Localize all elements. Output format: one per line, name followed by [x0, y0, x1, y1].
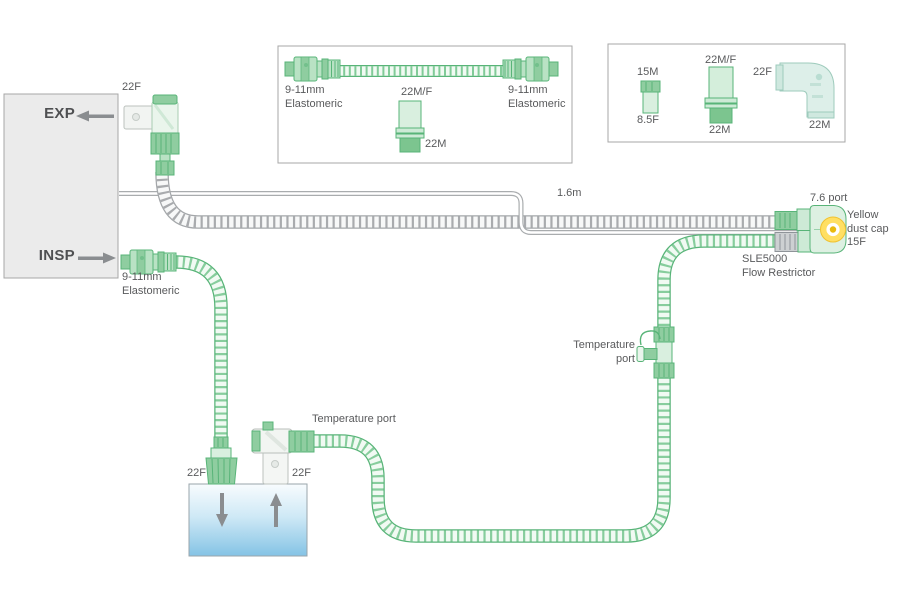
flow-restrictor-label: SLE5000 Flow Restrictor [742, 253, 816, 279]
patient-port-size-label: 15F [847, 236, 866, 248]
adapter-22mf-22m [704, 66, 738, 124]
inset-adapter-top-label: 22M/F [401, 86, 433, 98]
exp-label: EXP [44, 105, 75, 122]
ventilator-box [3, 93, 119, 279]
exp-arrow [76, 110, 114, 122]
adapter-22mf-label: 22M/F [705, 54, 737, 66]
adapter-85f-label: 8.5F [637, 114, 660, 126]
patient-wye [774, 205, 847, 254]
humidifier-outlet-elbow [251, 421, 315, 485]
yellow-dust-cap [820, 216, 846, 243]
inset-adapter-22mf [395, 100, 425, 153]
inset-right-connector-label: 9-11mm Elastomeric [508, 84, 566, 110]
temperature-port-tee [636, 326, 675, 379]
patient-limb-tube [312, 234, 778, 543]
water-up-arrow [270, 493, 282, 527]
water-down-arrow [216, 493, 228, 527]
insp-arrow [78, 252, 116, 264]
exp-port-size-label: 22F [122, 81, 141, 93]
inset-adapter-bottom-label: 22M [425, 138, 447, 150]
adapter-15m-label: 15M [637, 66, 659, 78]
inspiratory-tube [175, 255, 228, 440]
dust-cap-label: Yellow dust cap 15F [847, 209, 889, 248]
humidifier-chamber [188, 483, 308, 557]
exp-elbow-connector [123, 94, 180, 176]
inset-left-connector-label: 9-11mm Elastomeric [285, 84, 343, 110]
insp-connector-label: 9-11mm Elastomeric [122, 271, 180, 297]
pressure-line-b [420, 191, 798, 235]
humidifier-outlet-label: 22F [292, 467, 311, 479]
humidifier-elbow-green-connector [288, 430, 315, 453]
adapter-22m-label: 22M [709, 124, 731, 136]
adapter-15m-85f [640, 80, 661, 114]
humidifier-temp-port-label: Temperature port [312, 413, 396, 425]
temperature-port-label: Temperature port [573, 339, 635, 365]
flow-restrictor [774, 232, 799, 252]
tube-length-label: 1.6m [557, 187, 582, 199]
elbow-22f-label: 22F [753, 66, 772, 78]
humidifier-inlet-connector [205, 436, 238, 485]
humidifier-inlet-label: 22F [187, 467, 206, 479]
adapter-elbow-22f-22m [775, 62, 835, 119]
expiratory-tube [155, 171, 777, 229]
elbow-22m-label: 22M [809, 119, 831, 131]
insp-label: INSP [38, 247, 75, 264]
pressure-port-label: 7.6 port [810, 192, 848, 204]
